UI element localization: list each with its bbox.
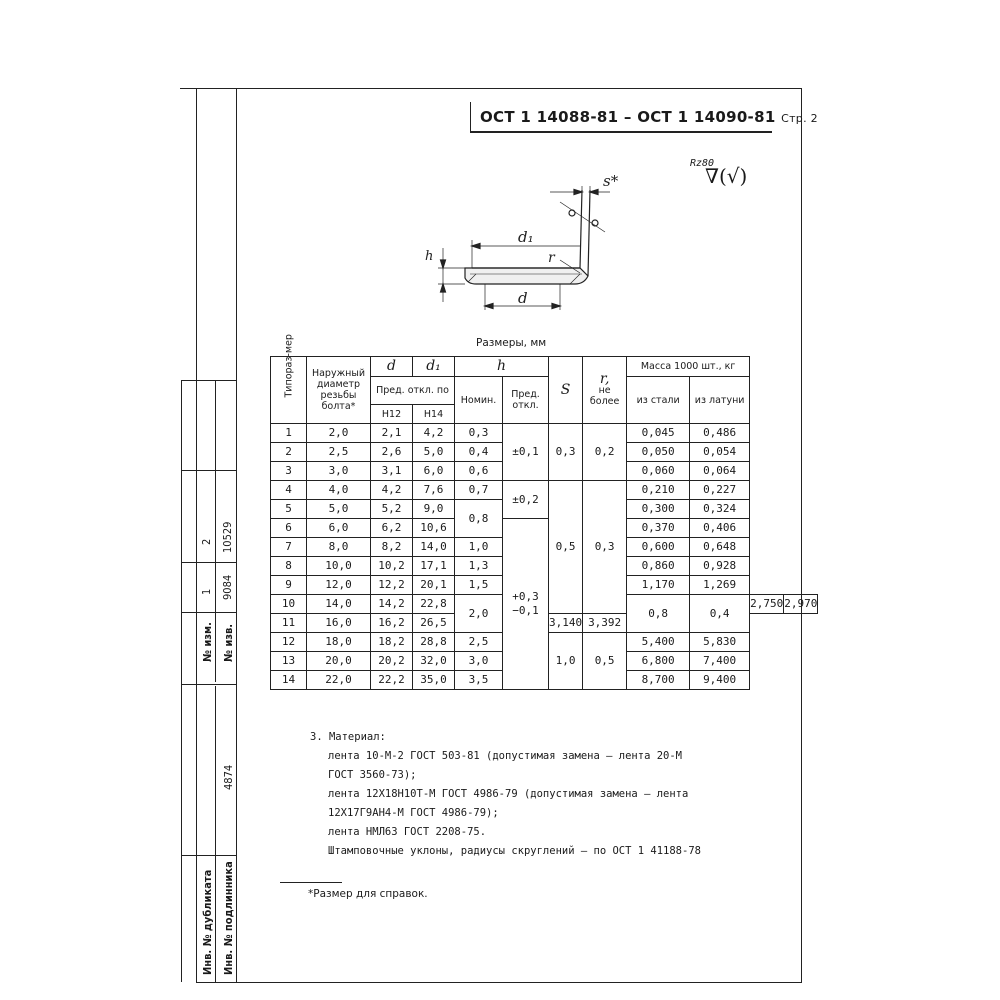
r-value-2: 0,3 [582, 480, 628, 614]
side-strip-divider [215, 380, 216, 682]
col-d1-header: d₁ [412, 356, 455, 377]
s-value-4: 1,0 [547, 632, 584, 690]
col-steel-header: из стали [626, 376, 691, 424]
roughness-symbol: ∇(√) [705, 164, 748, 188]
h-tolerance-1: ±0,1 [502, 423, 549, 481]
side-strip-top [181, 380, 236, 381]
col-s-header: S [547, 356, 584, 424]
r-value-1: 0,2 [582, 423, 628, 481]
side-strip-outer-line [181, 380, 182, 982]
side-strip-row [181, 684, 236, 685]
notice-2: 10529 [221, 521, 234, 553]
label-d1: d₁ [518, 228, 534, 246]
dimensions-note: Размеры, мм [476, 337, 547, 349]
document-number: ОСТ 1 14088-81 – ОСТ 1 14090-81 [480, 108, 776, 126]
col-h-tolerance: Пред. откл. [502, 376, 549, 424]
col-d-header: d [370, 356, 413, 377]
side-strip-row [181, 612, 236, 613]
side-strip-row [181, 470, 236, 471]
header-divider [470, 102, 471, 132]
footnote-divider [280, 882, 342, 883]
note-line: лента 12Х18Н10Т-М ГОСТ 4986-79 (допустим… [328, 788, 689, 800]
r-value-4: 0,5 [582, 632, 628, 690]
original-inv-label: Инв. № подлинника [222, 861, 235, 975]
header-underline [470, 131, 772, 133]
notice-1: 9084 [221, 574, 234, 600]
col-r-symbol: r, [599, 370, 610, 387]
col-h-nominal: Номин. [454, 376, 503, 424]
s-value-3: 0,8 [626, 594, 691, 633]
s-value-2: 0,5 [547, 480, 584, 614]
note-line: лента НМЛ63 ГОСТ 2208-75. [328, 826, 487, 838]
change-2: 2 [200, 538, 213, 545]
col-tol-prefix: Пред. откл. по [370, 376, 455, 405]
note-heading: 3. Материал: [310, 731, 386, 743]
roughness-label: Rz80 [690, 158, 715, 169]
change-number-label: № изм. [201, 622, 214, 662]
inv-number: 4874 [222, 764, 235, 790]
side-strip-inner-line [236, 88, 237, 982]
h-tolerance-2: ±0,2 [502, 480, 549, 519]
col-r-header: r, не более [582, 356, 628, 424]
col-mass-header: Масса 1000 шт., кг [626, 356, 751, 377]
note-line: лента 10-М-2 ГОСТ 503-81 (допустимая зам… [328, 750, 683, 762]
col-brass-header: из латуни [689, 376, 751, 424]
side-strip-row [181, 562, 236, 563]
washer-drawing: s* d₁ h r d [425, 172, 619, 310]
label-r: r [548, 250, 556, 266]
s-value-1: 0,3 [547, 423, 584, 481]
duplicate-inv-label: Инв. № дубликата [201, 869, 214, 975]
side-strip-divider-lower [215, 686, 216, 982]
col-type-header: Типораз-мер [270, 334, 307, 424]
frame-top-line [180, 88, 802, 89]
label-h: h [425, 249, 433, 264]
note-line: 12Х17Г9АН4-М ГОСТ 4986-79); [328, 807, 499, 819]
document-title: ОСТ 1 14088-81 – ОСТ 1 14090-81 Стр. 2 [480, 108, 818, 126]
col-h14: H14 [412, 404, 455, 424]
frame-right-line [801, 88, 802, 983]
notice-number-label: № изв. [222, 623, 235, 662]
change-1: 1 [200, 588, 213, 595]
label-s: s* [603, 172, 619, 190]
frame-bottom-line [196, 982, 802, 983]
label-d: d [518, 289, 528, 307]
note-line: ГОСТ 3560-73); [328, 769, 417, 781]
frame-left-line [196, 88, 197, 983]
h-tolerance-3: +0,3 −0,1 [502, 518, 549, 690]
page-number: Стр. 2 [781, 112, 818, 125]
side-strip-row [181, 855, 236, 856]
col-r-sub: не более [589, 384, 620, 407]
r-value-3: 0,4 [689, 594, 751, 633]
col-h12: H12 [370, 404, 413, 424]
dimensions-table: Типораз-мер Наружный диаметр резьбы болт… [270, 334, 819, 690]
note-line: Штамповочные уклоны, радиусы скруглений … [328, 845, 701, 857]
footnote: *Размер для справок. [308, 888, 428, 900]
col-h-header: h [454, 356, 549, 377]
col-bolt-header: Наружный диаметр резьбы болта* [306, 356, 371, 424]
material-notes: 3. Материал: лента 10-М-2 ГОСТ 503-81 (д… [310, 728, 740, 861]
